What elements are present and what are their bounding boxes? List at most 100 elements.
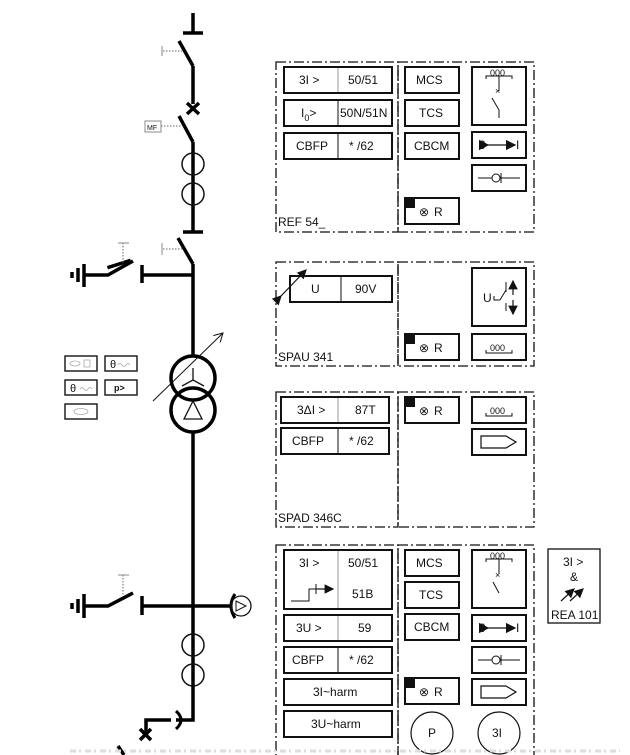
supervision-cbcm[interactable]: CBCM: [404, 132, 460, 160]
transformer-monitors: θ θ p>: [64, 355, 138, 420]
counter-box[interactable]: 000: [471, 396, 527, 424]
function-code: 87T: [355, 403, 376, 417]
operation-counter: 000: [490, 68, 505, 78]
function-row[interactable]: CBFP * /62: [283, 646, 393, 674]
function-row[interactable]: 3U > 59: [283, 614, 393, 642]
function-symbol: 3U >: [296, 621, 322, 635]
local-remote-control[interactable]: [471, 164, 527, 192]
function-symbol: 3ΔI >: [297, 403, 325, 417]
supervision-label: CBCM: [414, 139, 449, 153]
function-symbol: 3I~harm: [313, 685, 357, 699]
disconnector-1[interactable]: [177, 40, 195, 67]
switch-position-control[interactable]: 0 I: [471, 131, 527, 159]
cable-head-icon: [174, 709, 183, 731]
power-measurement[interactable]: P: [410, 711, 454, 755]
supervision-tcs[interactable]: TCS: [404, 99, 460, 127]
reset-indicator[interactable]: ⊗ R: [404, 333, 460, 361]
reset-indicator[interactable]: ⊗ R: [404, 677, 460, 705]
function-row[interactable]: U 90V: [289, 275, 393, 303]
current-measurement[interactable]: 3I: [477, 711, 521, 755]
measurement-label: 3I: [492, 726, 502, 740]
function-code: 59: [358, 621, 372, 635]
theta-label: θ: [70, 383, 76, 395]
arc-protection-rea101[interactable]: 3I > & REA 101: [547, 548, 601, 624]
signal-arrow-icon: [480, 435, 518, 449]
arc-relay-name: REA 101: [551, 608, 599, 622]
supervision-tcs[interactable]: TCS: [404, 581, 460, 609]
position-one: I: [516, 621, 519, 635]
relay-frame: [275, 261, 399, 367]
function-code: 50/51: [348, 556, 378, 570]
function-code-blocking: 51B: [352, 587, 373, 601]
indicator-icon: ⊗: [419, 341, 429, 355]
supervision-label: CBCM: [414, 620, 449, 634]
circuit-breaker-icon[interactable]: [138, 727, 153, 742]
breaker-contact: [177, 115, 195, 143]
regulator-label: U: [483, 291, 492, 305]
function-symbol: I0>: [301, 106, 316, 123]
position-one: I: [516, 138, 519, 152]
relay-spau341: U 90V SPAU 341 ⊗ R U 000: [271, 261, 535, 367]
indicator-icon: ⊗: [419, 205, 429, 219]
switch-position-control[interactable]: 0 I: [471, 614, 527, 642]
function-row[interactable]: 3I > 50/51: [283, 66, 393, 94]
single-line-diagram: MF: [64, 13, 252, 755]
earthing-switch-bottom[interactable]: [70, 574, 232, 618]
function-row[interactable]: 3U~harm: [283, 710, 393, 738]
operation-counter: 000: [490, 343, 505, 353]
mf-tag-box: [144, 120, 162, 133]
relay-frame-controls: [397, 391, 535, 528]
function-row[interactable]: CBFP * /62: [283, 132, 393, 160]
disconnector-2[interactable]: [176, 237, 195, 265]
supervision-label: TCS: [419, 106, 443, 120]
function-row[interactable]: I0> 50N/51N: [283, 99, 393, 127]
cable-line: [144, 718, 171, 733]
supervision-mcs[interactable]: MCS: [404, 66, 460, 94]
function-row[interactable]: CBFP * /62: [280, 427, 390, 455]
arc-and-label: &: [570, 570, 578, 584]
supervision-cbcm[interactable]: CBCM: [404, 613, 460, 641]
pressure-relay-icon: [104, 379, 138, 396]
breaker-control-box[interactable]: 000 ×: [471, 66, 527, 126]
current-transformer-icon: [181, 152, 205, 176]
position-zero: 0: [479, 621, 486, 635]
counter-box[interactable]: 000: [471, 333, 527, 361]
power-transformer-icon[interactable]: [152, 333, 223, 434]
function-code: 90V: [355, 282, 376, 296]
function-symbol: CBFP: [296, 139, 328, 153]
relay-frame-controls: [397, 544, 535, 755]
signal-output-box[interactable]: [471, 678, 527, 706]
voltage-transformer-icon: [229, 593, 252, 619]
voltage-regulator-control[interactable]: U: [471, 267, 527, 327]
function-code: * /62: [349, 653, 374, 667]
breaker-control-box[interactable]: 000 ×: [471, 549, 527, 609]
breaker-mark-icon: ×: [495, 570, 500, 580]
function-row-overcurrent[interactable]: 3I > 50/51 51B: [283, 549, 393, 610]
relay-feeder: 3I > 50/51 51B 3U > 59 CBFP * /62 3I~har…: [275, 544, 535, 755]
indicator-icon: ⊗: [419, 685, 429, 699]
circuit-breaker-icon[interactable]: [185, 101, 201, 116]
relay-frame-controls: [397, 261, 535, 367]
function-row[interactable]: 3I~harm: [283, 678, 393, 706]
function-row[interactable]: 3ΔI > 87T: [280, 396, 390, 424]
supervision-mcs[interactable]: MCS: [404, 549, 460, 577]
signal-output-box[interactable]: [471, 428, 527, 456]
function-code: * /62: [349, 434, 374, 448]
operation-counter: 000: [490, 406, 505, 416]
relay-spad346c: 3ΔI > 87T CBFP * /62 SPAD 346C ⊗ R 000: [275, 391, 535, 528]
reset-indicator[interactable]: ⊗ R: [404, 197, 460, 225]
local-remote-control[interactable]: [471, 646, 527, 674]
reset-indicator[interactable]: ⊗ R: [404, 396, 460, 424]
function-symbol: 3U~harm: [311, 717, 361, 731]
supervision-label: TCS: [419, 588, 443, 602]
supervision-label: MCS: [416, 556, 443, 570]
indicator-label: R: [434, 404, 443, 418]
breaker-mark-icon: ×: [495, 86, 500, 96]
earthing-switch-top[interactable]: [70, 242, 193, 287]
light-sensor-icon: [569, 588, 584, 602]
function-code: 50N/51N: [340, 106, 387, 120]
supervision-label: MCS: [416, 73, 443, 87]
relay-name: SPAD 346C: [278, 511, 342, 525]
theta-label: θ: [110, 359, 116, 371]
